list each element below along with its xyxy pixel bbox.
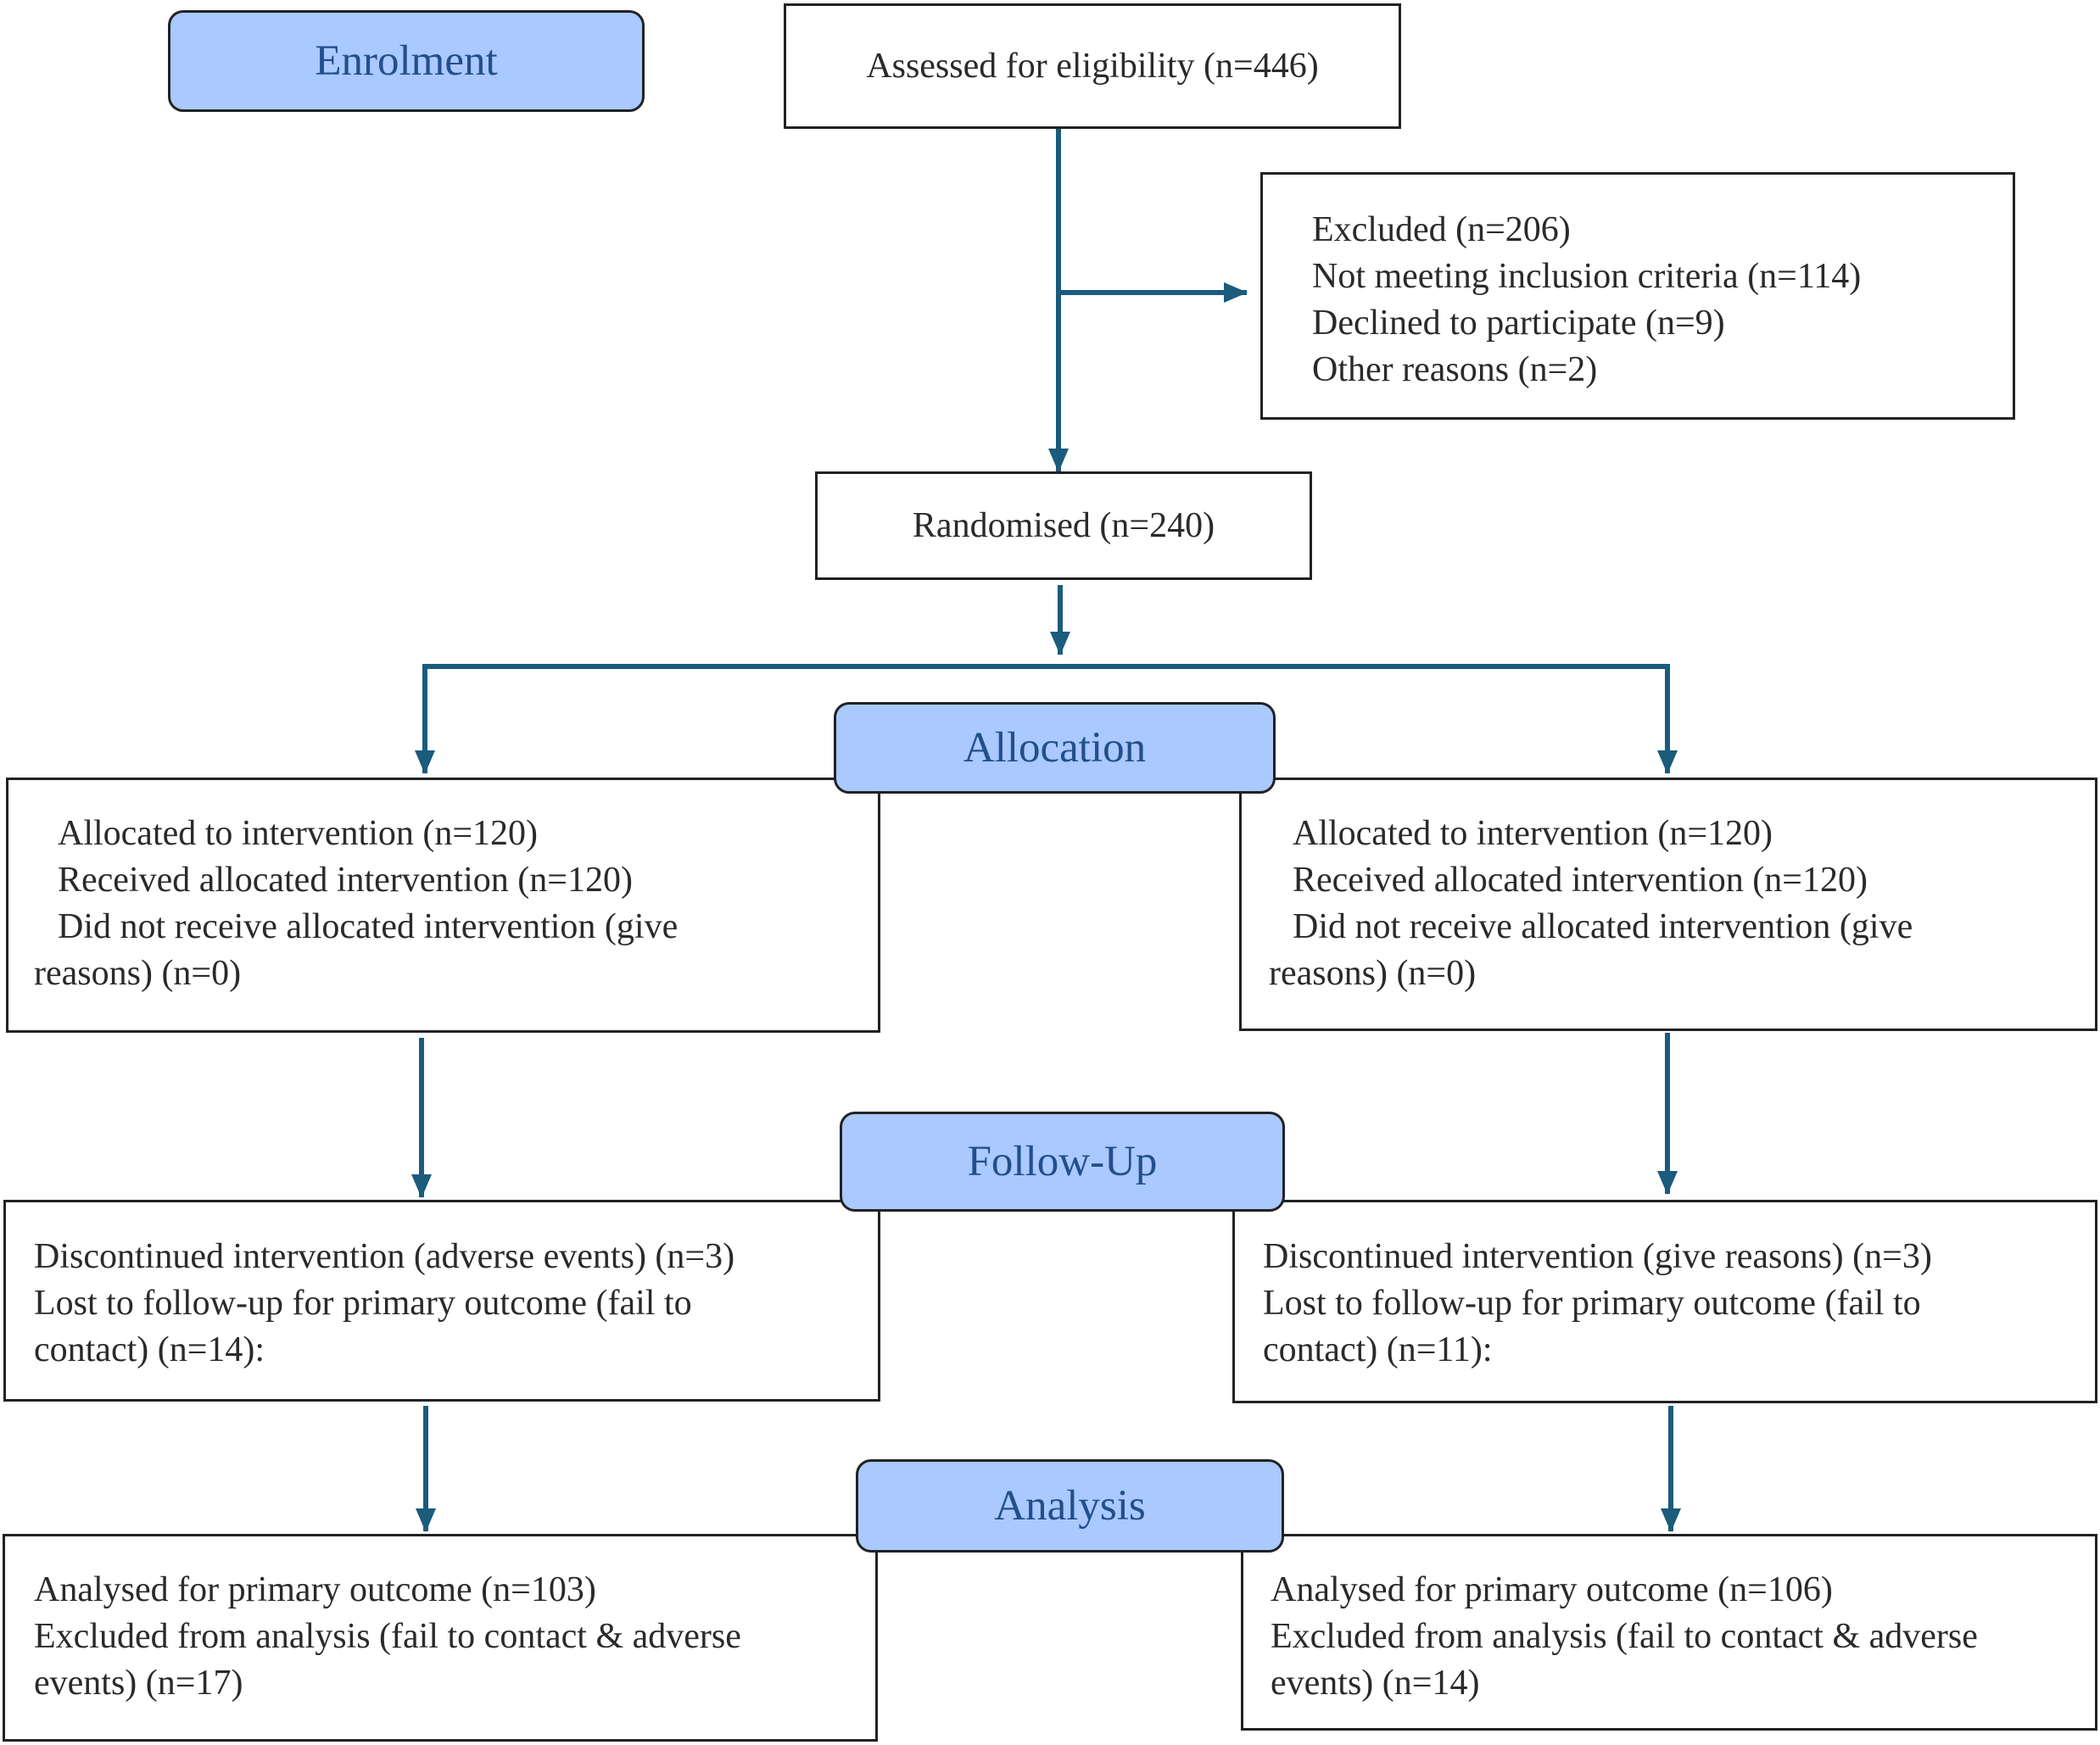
stage-label-analysis: Analysis bbox=[856, 1459, 1284, 1553]
left-allocation-box: Allocated to intervention (n=120) Receiv… bbox=[6, 778, 880, 1033]
excluded-reason: Declined to participate (n=9) bbox=[1312, 304, 1725, 343]
right-followup-box: Discontinued intervention (give reasons)… bbox=[1232, 1200, 2097, 1403]
allocation-line: reasons) (n=0) bbox=[1269, 954, 1477, 993]
excluded-title: Excluded (n=206) bbox=[1312, 210, 1571, 249]
left-analysis-box: Analysed for primary outcome (n=103) Exc… bbox=[3, 1534, 878, 1742]
excluded-reason: Not meeting inclusion criteria (n=114) bbox=[1312, 257, 1862, 296]
allocation-line: reasons) (n=0) bbox=[34, 954, 242, 993]
left-followup-box: Discontinued intervention (adverse event… bbox=[3, 1200, 880, 1402]
randomised-box: Randomised (n=240) bbox=[815, 471, 1312, 580]
followup-line: Discontinued intervention (give reasons)… bbox=[1263, 1237, 1932, 1276]
randomised-text: Randomised (n=240) bbox=[912, 506, 1215, 545]
followup-line: contact) (n=11): bbox=[1263, 1330, 1493, 1369]
analysis-line: Excluded from analysis (fail to contact … bbox=[1271, 1617, 1978, 1656]
allocation-line: Did not receive allocated intervention (… bbox=[58, 907, 679, 946]
allocation-line: Received allocated intervention (n=120) bbox=[1293, 861, 1868, 900]
analysis-line: events) (n=14) bbox=[1271, 1664, 1480, 1703]
followup-line: Lost to follow-up for primary outcome (f… bbox=[34, 1284, 692, 1323]
stage-label-enrolment: Enrolment bbox=[168, 10, 645, 112]
excluded-box: Excluded (n=206) Not meeting inclusion c… bbox=[1260, 172, 2015, 420]
assessed-text: Assessed for eligibility (n=446) bbox=[866, 47, 1319, 86]
analysis-line: Analysed for primary outcome (n=106) bbox=[1271, 1570, 1833, 1609]
assessed-box: Assessed for eligibility (n=446) bbox=[784, 3, 1401, 129]
allocation-line: Received allocated intervention (n=120) bbox=[58, 861, 633, 900]
analysis-line: Excluded from analysis (fail to contact … bbox=[34, 1617, 741, 1656]
analysis-line: Analysed for primary outcome (n=103) bbox=[34, 1570, 596, 1609]
allocation-line: Did not receive allocated intervention (… bbox=[1293, 907, 1913, 946]
stage-label-allocation: Allocation bbox=[834, 702, 1276, 794]
allocation-line: Allocated to intervention (n=120) bbox=[1293, 814, 1773, 853]
allocation-line: Allocated to intervention (n=120) bbox=[58, 814, 539, 853]
excluded-reason: Other reasons (n=2) bbox=[1312, 350, 1598, 389]
right-analysis-box: Analysed for primary outcome (n=106) Exc… bbox=[1241, 1534, 2097, 1731]
followup-line: Lost to follow-up for primary outcome (f… bbox=[1263, 1284, 1921, 1323]
followup-line: Discontinued intervention (adverse event… bbox=[34, 1237, 735, 1276]
stage-label-follow-up: Follow-Up bbox=[840, 1112, 1285, 1212]
right-allocation-box: Allocated to intervention (n=120) Receiv… bbox=[1239, 778, 2097, 1031]
analysis-line: events) (n=17) bbox=[34, 1664, 243, 1703]
followup-line: contact) (n=14): bbox=[34, 1330, 265, 1369]
